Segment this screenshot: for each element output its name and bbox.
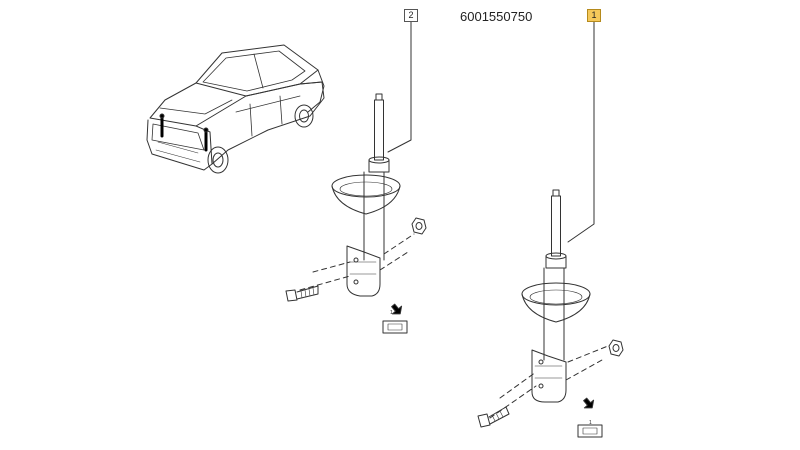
leader-line-2	[387, 21, 412, 153]
callout-2[interactable]: 2	[404, 9, 418, 22]
callout-1[interactable]: 1	[587, 9, 601, 22]
view-marker-label: 1	[589, 420, 592, 426]
shock-absorber-1	[477, 189, 624, 438]
callout-2-label: 2	[408, 10, 414, 20]
leader-line-1	[567, 21, 595, 243]
car-illustration	[146, 44, 325, 174]
view-marker-label: 1	[390, 310, 393, 316]
part-number[interactable]: 6001550750	[460, 9, 533, 24]
shock-absorber-2	[285, 93, 427, 334]
callout-1-label: 1	[591, 10, 597, 20]
